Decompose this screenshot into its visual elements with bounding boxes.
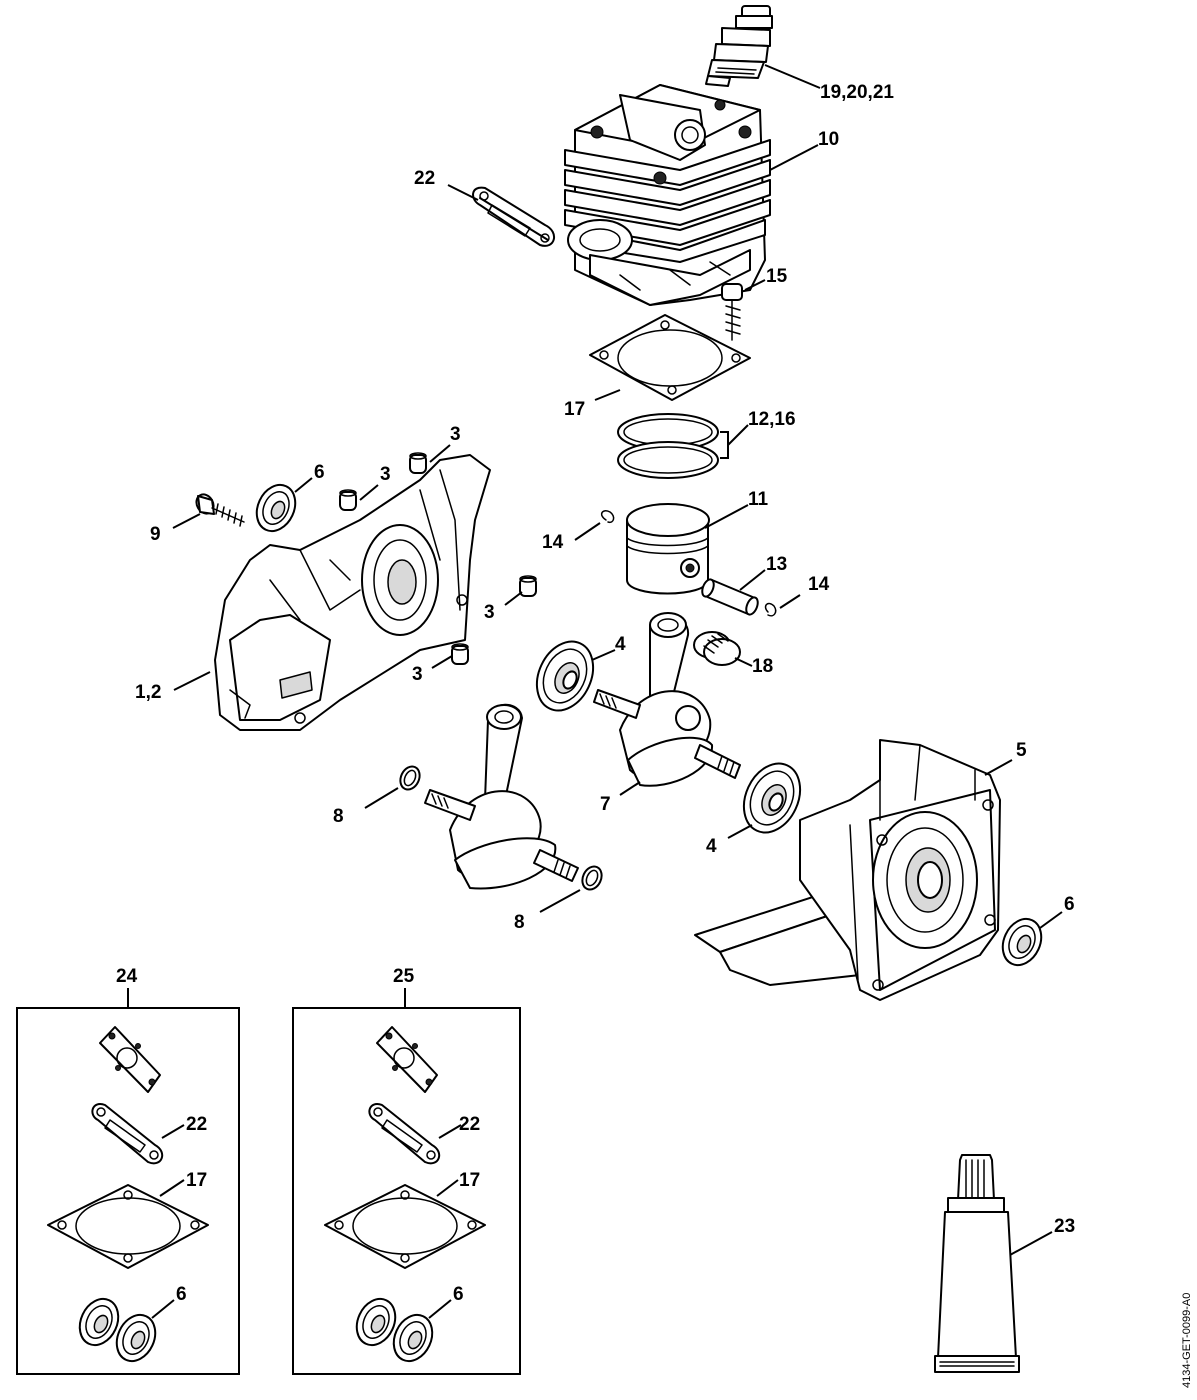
ball-bearing-lower-part[interactable] (733, 754, 811, 841)
label-circlip-right: 14 (808, 574, 830, 595)
label-piston: 11 (748, 489, 769, 510)
sleeve-4-part[interactable] (451, 643, 469, 665)
crankshaft-part[interactable] (593, 612, 741, 787)
cylinder-screw-part[interactable] (721, 283, 743, 341)
label-crankcase-left: 1,2 (135, 682, 161, 703)
spark-plug-part[interactable] (705, 5, 773, 87)
circlip-left-part[interactable] (600, 510, 615, 524)
circlip-right-part[interactable] (764, 602, 777, 617)
label-piston-pin: 13 (766, 554, 787, 575)
kit-24-seals-label: 6 (176, 1284, 187, 1305)
crankcase-right-part[interactable] (694, 739, 1001, 1001)
label-exhaust-gasket: 22 (414, 168, 435, 189)
crankcase-left-part[interactable] (214, 454, 491, 731)
piston-rings-part[interactable] (617, 413, 719, 479)
kit-25-gasket-17-label: 17 (459, 1170, 480, 1191)
crankshaft-assembly-part[interactable] (424, 703, 579, 890)
kit-24[interactable]: 24 22 17 6 (16, 966, 240, 1375)
label-bearing-lower: 4 (706, 836, 717, 857)
label-oil-seal-left: 6 (314, 462, 325, 483)
label-cylinder-gasket: 17 (564, 399, 585, 420)
kit-24-title: 24 (116, 966, 138, 987)
label-ring-8-upper: 8 (333, 806, 344, 827)
sleeve-2-part[interactable] (339, 489, 357, 511)
drawing-code: 4134-GET-0099-A0 (1181, 1293, 1193, 1388)
label-sleeve-1: 3 (450, 424, 461, 445)
label-ring-8-lower: 8 (514, 912, 525, 933)
ball-bearing-upper-part[interactable] (526, 632, 604, 719)
needle-bearing-part[interactable] (693, 631, 741, 666)
grease-tube-part[interactable] (934, 1154, 1020, 1373)
label-sleeve-2: 3 (380, 464, 391, 485)
label-circlip-left: 14 (542, 532, 564, 553)
kit-25[interactable]: 25 22 17 6 (292, 966, 521, 1375)
kit-24-gasket-17-label: 17 (186, 1170, 207, 1191)
piston-part[interactable] (626, 503, 710, 595)
label-needle-bearing: 18 (752, 656, 773, 677)
ring-8-lower-part[interactable] (579, 863, 605, 892)
cylinder-gasket-part[interactable] (589, 314, 751, 401)
kit-25-gasket-22-label: 22 (459, 1114, 480, 1135)
label-case-screw: 9 (150, 524, 161, 545)
label-sleeve-4: 3 (412, 664, 423, 685)
label-spark-plug: 19,20,21 (820, 82, 894, 103)
oil-seal-right-part[interactable] (996, 913, 1049, 972)
label-sleeve-3: 3 (484, 602, 495, 623)
ring-8-upper-part[interactable] (397, 763, 423, 792)
label-crankshaft: 7 (600, 794, 611, 815)
kit-25-title: 25 (393, 966, 415, 987)
oil-seal-left-part[interactable] (250, 479, 303, 538)
piston-pin-part[interactable] (700, 578, 760, 616)
label-cylinder: 10 (818, 129, 839, 150)
sleeve-3-part[interactable] (519, 575, 537, 597)
case-screw-part[interactable] (193, 491, 245, 527)
label-bearing-upper: 4 (615, 634, 626, 655)
label-oil-seal-right: 6 (1064, 894, 1075, 915)
label-grease-tube: 23 (1054, 1216, 1075, 1237)
kit-24-gasket-22-label: 22 (186, 1114, 207, 1135)
kit-25-seals-label: 6 (453, 1284, 464, 1305)
label-crankcase-right: 5 (1016, 740, 1027, 761)
sleeve-1-part[interactable] (409, 452, 427, 474)
cylinder-part[interactable] (564, 84, 771, 306)
label-piston-rings: 12,16 (748, 409, 796, 430)
label-cylinder-screw: 15 (766, 266, 788, 287)
exhaust-gasket-part[interactable] (472, 186, 555, 247)
